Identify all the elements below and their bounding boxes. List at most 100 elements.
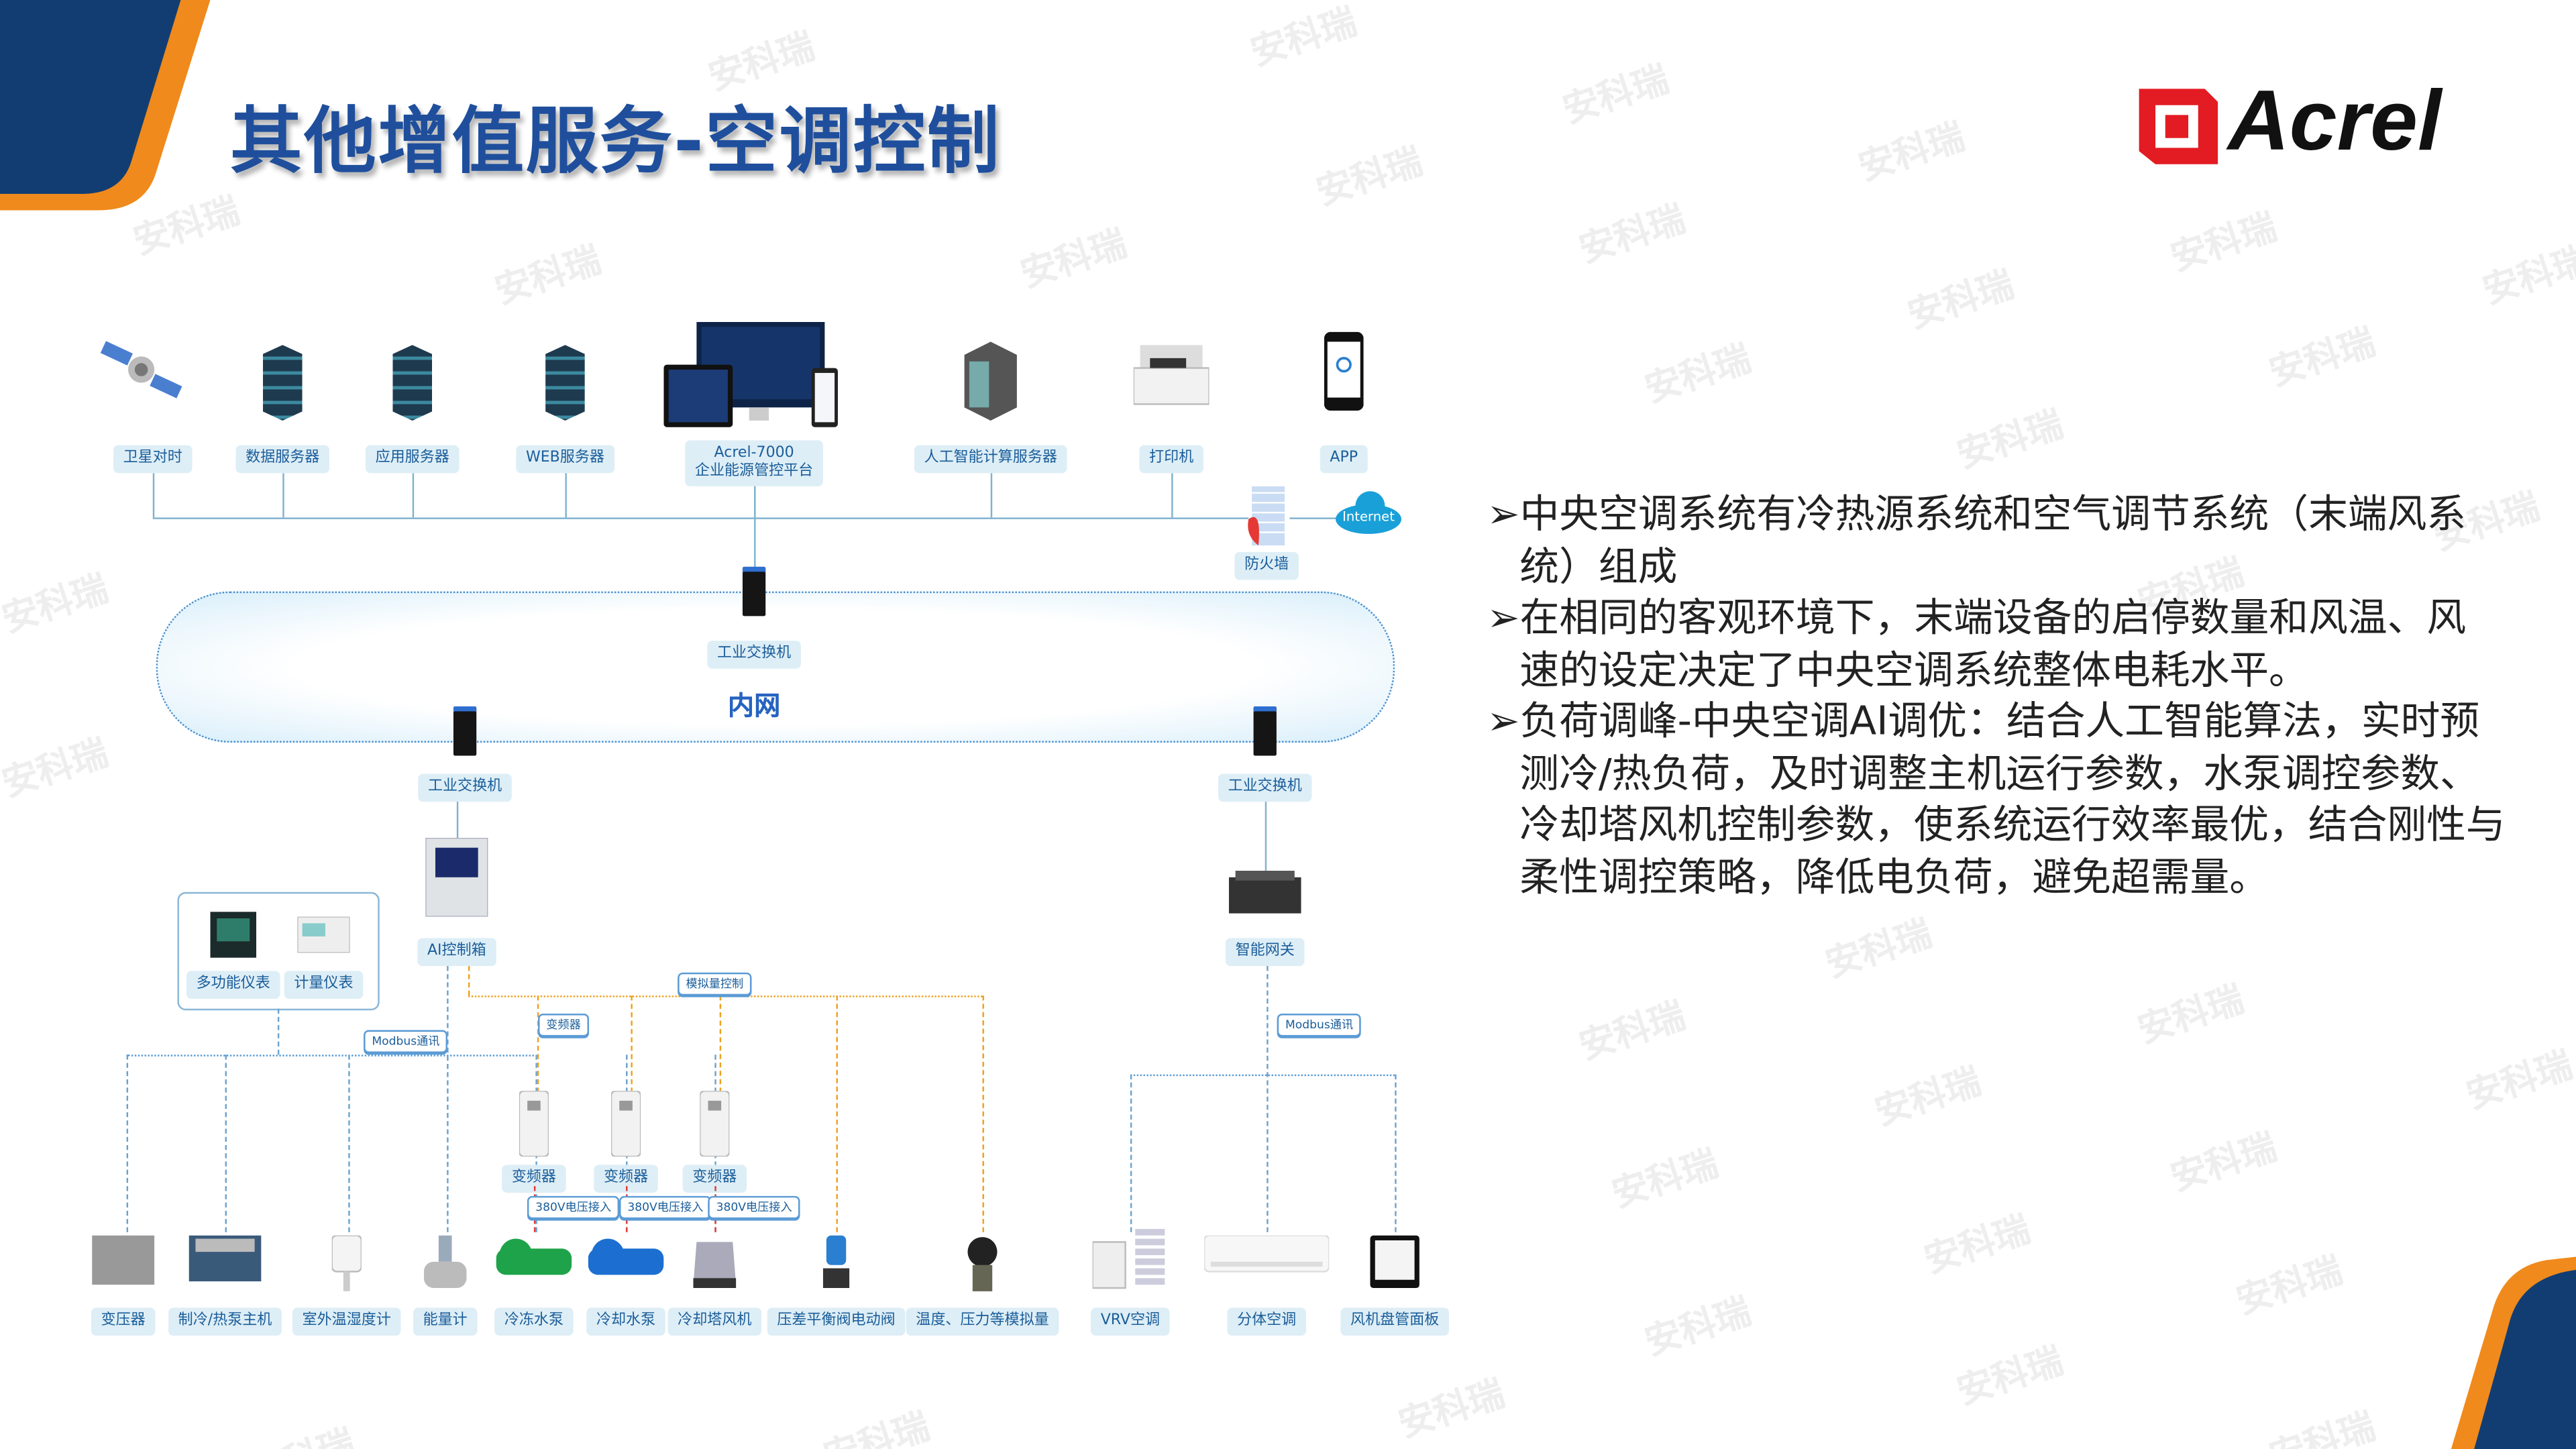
voltage-input-tag: 380V电压接入 xyxy=(527,1195,620,1220)
watermark: 安科瑞 xyxy=(241,1414,360,1449)
watermark: 安科瑞 xyxy=(1952,405,2069,478)
bottom-device-label: 变压器 xyxy=(91,1307,156,1336)
device-name: 数据服务器 xyxy=(246,450,320,467)
device-name: 卫星对时 xyxy=(123,450,182,467)
voltage-input-tag: 380V电压接入 xyxy=(708,1195,800,1220)
acrel-logo-mark-icon xyxy=(2139,89,2218,164)
chiller-icon xyxy=(189,1235,262,1288)
server-icon xyxy=(545,345,585,421)
inverter-icon xyxy=(699,1089,731,1163)
connector-line xyxy=(348,1055,350,1232)
multifunction-meter-label: 多功能仪表 xyxy=(186,971,280,999)
analog-control-tag: 模拟量控制 xyxy=(678,972,752,996)
arrow-bullet-icon: ➢ xyxy=(1487,491,1520,537)
top-device-label: WEB服务器 xyxy=(516,445,614,474)
modbus-tag-right: Modbus通讯 xyxy=(1277,1014,1362,1037)
acrel-logo: Acrel xyxy=(2139,74,2501,171)
ai-control-box-label: AI控制箱 xyxy=(417,938,496,967)
watermark: 安科瑞 xyxy=(0,733,114,806)
connector-line xyxy=(282,473,284,518)
watermark: 安科瑞 xyxy=(1919,1210,2036,1283)
watermark: 安科瑞 xyxy=(1854,117,1970,190)
industrial-switch-icon xyxy=(453,706,477,756)
corner-decoration-bottom-right xyxy=(2451,1256,2576,1449)
connector-line xyxy=(1130,1074,1132,1232)
bottom-device-label: 室外温湿度计 xyxy=(292,1307,401,1336)
connector-line xyxy=(126,1055,534,1057)
cooling-water-pump-icon xyxy=(588,1236,664,1288)
pressure-transmitter-icon xyxy=(963,1236,1002,1301)
watermark: 安科瑞 xyxy=(2232,1250,2348,1324)
watermark: 安科瑞 xyxy=(1016,223,1132,297)
bottom-device-label: 冷却水泵 xyxy=(586,1307,665,1336)
top-device-label: 卫星对时 xyxy=(113,445,193,474)
device-name: 打印机 xyxy=(1149,450,1194,467)
acrel-logo-text: Acrel xyxy=(2227,74,2442,170)
connector-line xyxy=(225,1055,227,1232)
inverter-label: 变频器 xyxy=(594,1165,658,1193)
connector-line xyxy=(565,473,567,518)
top-device-label: 数据服务器 xyxy=(235,445,330,474)
connector-line xyxy=(990,473,993,518)
watermark: 安科瑞 xyxy=(2264,322,2381,395)
flowmeter-icon xyxy=(423,1235,467,1298)
smart-gateway-label: 智能网关 xyxy=(1225,938,1305,967)
printer-icon xyxy=(1132,345,1210,417)
watermark: 安科瑞 xyxy=(1246,2,1362,75)
connector-line xyxy=(631,996,633,1093)
fan-coil-panel-icon xyxy=(1370,1235,1419,1295)
watermark: 安科瑞 xyxy=(1311,142,1428,215)
bottom-device-label: VRV空调 xyxy=(1091,1307,1170,1336)
connector-line xyxy=(468,996,983,998)
bottom-device-label: 制冷/热泵主机 xyxy=(168,1307,282,1336)
electric-valve-icon xyxy=(820,1235,853,1298)
device-subtitle: 企业能源管控平台 xyxy=(694,463,814,480)
energy-meter-icon xyxy=(297,916,351,960)
watermark: 安科瑞 xyxy=(1607,1144,1724,1217)
device-name: 应用服务器 xyxy=(375,450,449,467)
watermark: 安科瑞 xyxy=(1870,1061,1986,1134)
top-device-label: 应用服务器 xyxy=(365,445,460,474)
connector-line xyxy=(982,996,984,1232)
monitor-icon xyxy=(663,322,844,437)
connector-line xyxy=(412,473,415,518)
connector-line xyxy=(1171,473,1173,518)
internet-cloud-icon xyxy=(1334,490,1403,542)
watermark: 安科瑞 xyxy=(2133,979,2249,1053)
chilled-water-pump-icon xyxy=(496,1236,572,1288)
inverter-label: 变频器 xyxy=(682,1165,747,1193)
modbus-tag-left: Modbus通讯 xyxy=(364,1030,448,1053)
inverter-label: 变频器 xyxy=(502,1165,566,1193)
server-icon xyxy=(392,345,433,421)
watermark: 安科瑞 xyxy=(2166,1127,2282,1200)
connector-line xyxy=(1265,802,1267,871)
industrial-switch-icon xyxy=(742,566,766,616)
bullet-item: ➢中央空调系统有冷热源系统和空气调节系统（末端风系统）组成 xyxy=(1487,491,2467,589)
connector-line xyxy=(456,802,459,841)
page-title: 其他增值服务-空调控制 xyxy=(229,100,1002,184)
watermark: 安科瑞 xyxy=(1394,1374,1510,1447)
hygrometer-icon xyxy=(331,1234,363,1298)
connector-line xyxy=(1267,966,1269,1232)
bottom-device-label: 温度、压力等模拟量 xyxy=(906,1307,1059,1336)
inverter-tag: 变频器 xyxy=(538,1014,589,1037)
corner-decoration-top-left xyxy=(0,0,211,211)
firewall-icon xyxy=(1245,486,1288,555)
watermark: 安科瑞 xyxy=(1903,264,2019,338)
watermark: 安科瑞 xyxy=(1640,1291,1757,1364)
device-name: 人工智能计算服务器 xyxy=(924,450,1057,467)
bottom-device-label: 分体空调 xyxy=(1227,1307,1306,1336)
connector-line xyxy=(447,966,449,1232)
server-icon xyxy=(262,345,303,421)
watermark: 安科瑞 xyxy=(490,240,606,313)
connector-line xyxy=(836,996,838,1232)
top-device-label: APP xyxy=(1320,445,1368,474)
bottom-device-label: 冷却塔风机 xyxy=(667,1307,762,1336)
bottom-device-label: 能量计 xyxy=(413,1307,478,1336)
cooling-tower-icon xyxy=(690,1236,739,1298)
bottom-device-label: 风机盘管面板 xyxy=(1340,1307,1450,1336)
watermark: 安科瑞 xyxy=(2478,240,2576,313)
industrial-switch-icon xyxy=(1253,706,1277,756)
